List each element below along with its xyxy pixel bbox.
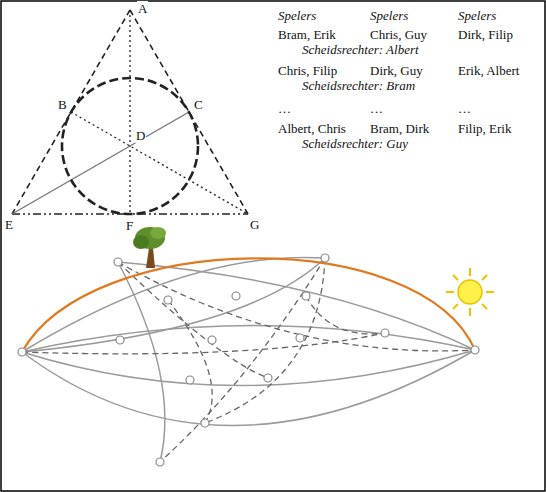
tree-icon [133, 227, 166, 268]
sun-icon [446, 268, 494, 316]
column-header: Spelers [370, 8, 408, 23]
table-cell: Bram, Dirk [370, 121, 429, 136]
point-label: A [137, 1, 148, 16]
sun-disc [458, 280, 482, 304]
column-header: Spelers [278, 8, 316, 23]
sun-ray [482, 275, 487, 280]
dashed-arc [118, 262, 268, 378]
point [114, 258, 122, 266]
sun-ray [453, 275, 458, 280]
sun-ray [482, 304, 487, 309]
arc [118, 262, 165, 462]
arc [118, 262, 475, 350]
dome-points [18, 254, 479, 466]
sun-ray [469, 268, 471, 276]
dashed-arc [205, 258, 325, 423]
tree-trunk [146, 248, 155, 268]
point [381, 329, 389, 337]
tree-crown [133, 235, 149, 249]
point [302, 292, 310, 300]
horizon-arc [22, 258, 475, 352]
point [264, 374, 272, 382]
sun-ray [486, 291, 494, 293]
dashed-arc [160, 258, 325, 462]
dashed-arc [168, 300, 212, 423]
median-line [12, 112, 189, 214]
point-label: C [193, 97, 204, 112]
point [18, 348, 26, 356]
point [186, 376, 194, 384]
table-cell: Albert, Chris [278, 121, 346, 136]
point [296, 334, 304, 342]
point-label: G [249, 217, 260, 232]
arc [22, 325, 475, 352]
sun-ray [453, 304, 458, 309]
point [201, 419, 209, 427]
point-label: E [4, 217, 14, 232]
sun-ray [469, 308, 471, 316]
column-header: Spelers [458, 8, 496, 23]
table-cell: Filip, Erik [458, 121, 511, 136]
point [232, 292, 240, 300]
dashed-arc [118, 262, 475, 351]
table-cell: Dirk, Guy [370, 63, 423, 78]
table-cell: … [458, 101, 471, 116]
fano-plane [12, 10, 248, 214]
table-cell: … [278, 101, 291, 116]
referee-cell: Scheidsrechter: Bram [302, 78, 415, 93]
dashed-arc [22, 333, 385, 354]
point-label: D [135, 128, 146, 143]
referee-cell: Scheidsrechter: Guy [302, 136, 408, 151]
table-cell: … [370, 101, 383, 116]
point [156, 458, 164, 466]
inscribed-circle [62, 78, 198, 214]
table-cell: Dirk, Filip [458, 27, 513, 42]
tree-crown [150, 227, 166, 239]
median-line [71, 112, 248, 214]
table-cell: Erik, Albert [458, 63, 519, 78]
sun-ray [446, 291, 454, 293]
table-cell: Chris, Guy [370, 27, 427, 42]
point-label: B [57, 97, 68, 112]
referee-cell: Scheidsrechter: Albert [302, 42, 419, 57]
table-cell: Chris, Filip [278, 63, 337, 78]
dashed-arc [306, 296, 385, 334]
point-label: F [125, 218, 134, 233]
point [208, 336, 216, 344]
point [471, 346, 479, 354]
point [116, 336, 124, 344]
point [321, 254, 329, 262]
dome [22, 257, 475, 462]
point [164, 296, 172, 304]
table-cell: Bram, Erik [278, 27, 336, 42]
arc [22, 350, 475, 426]
median-line [129, 10, 130, 214]
